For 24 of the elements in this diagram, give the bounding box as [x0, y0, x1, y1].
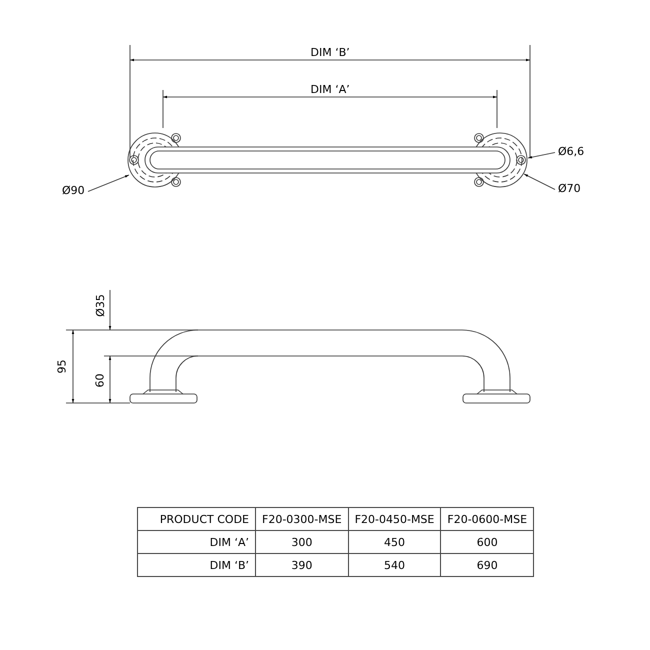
header-cell: PRODUCT CODE	[138, 508, 256, 530]
row-header-cell: DIM ‘B’	[138, 554, 256, 576]
dimension-text: Ø90	[62, 184, 85, 197]
row-header-cell: DIM ‘A’	[138, 530, 256, 554]
dimension-text: Ø35	[93, 294, 106, 316]
dimension-text: 60	[94, 373, 106, 387]
header-cell: F20-0600-MSE	[440, 508, 534, 530]
table-cell: 600	[440, 530, 534, 554]
dimension-text: Ø6,6	[558, 145, 584, 158]
leader-line	[528, 152, 556, 158]
table-cell: 540	[348, 554, 441, 576]
header-cell: F20-0450-MSE	[348, 508, 441, 530]
header-cell: F20-0300-MSE	[256, 508, 348, 530]
leader-line	[88, 174, 130, 192]
dimension-text: Ø70	[558, 182, 581, 195]
grab-rail-plan-drawing	[128, 132, 528, 188]
table-cell: 450	[348, 530, 441, 554]
table-cell: 390	[256, 554, 348, 576]
table-cell: 300	[256, 530, 348, 554]
table-cell: 690	[440, 554, 534, 576]
dimension-text: DIM ‘A’	[310, 82, 350, 96]
dimension-text: DIM ‘B’	[310, 46, 350, 58]
leader-line	[524, 174, 556, 190]
dimension-text: 95	[56, 359, 68, 373]
